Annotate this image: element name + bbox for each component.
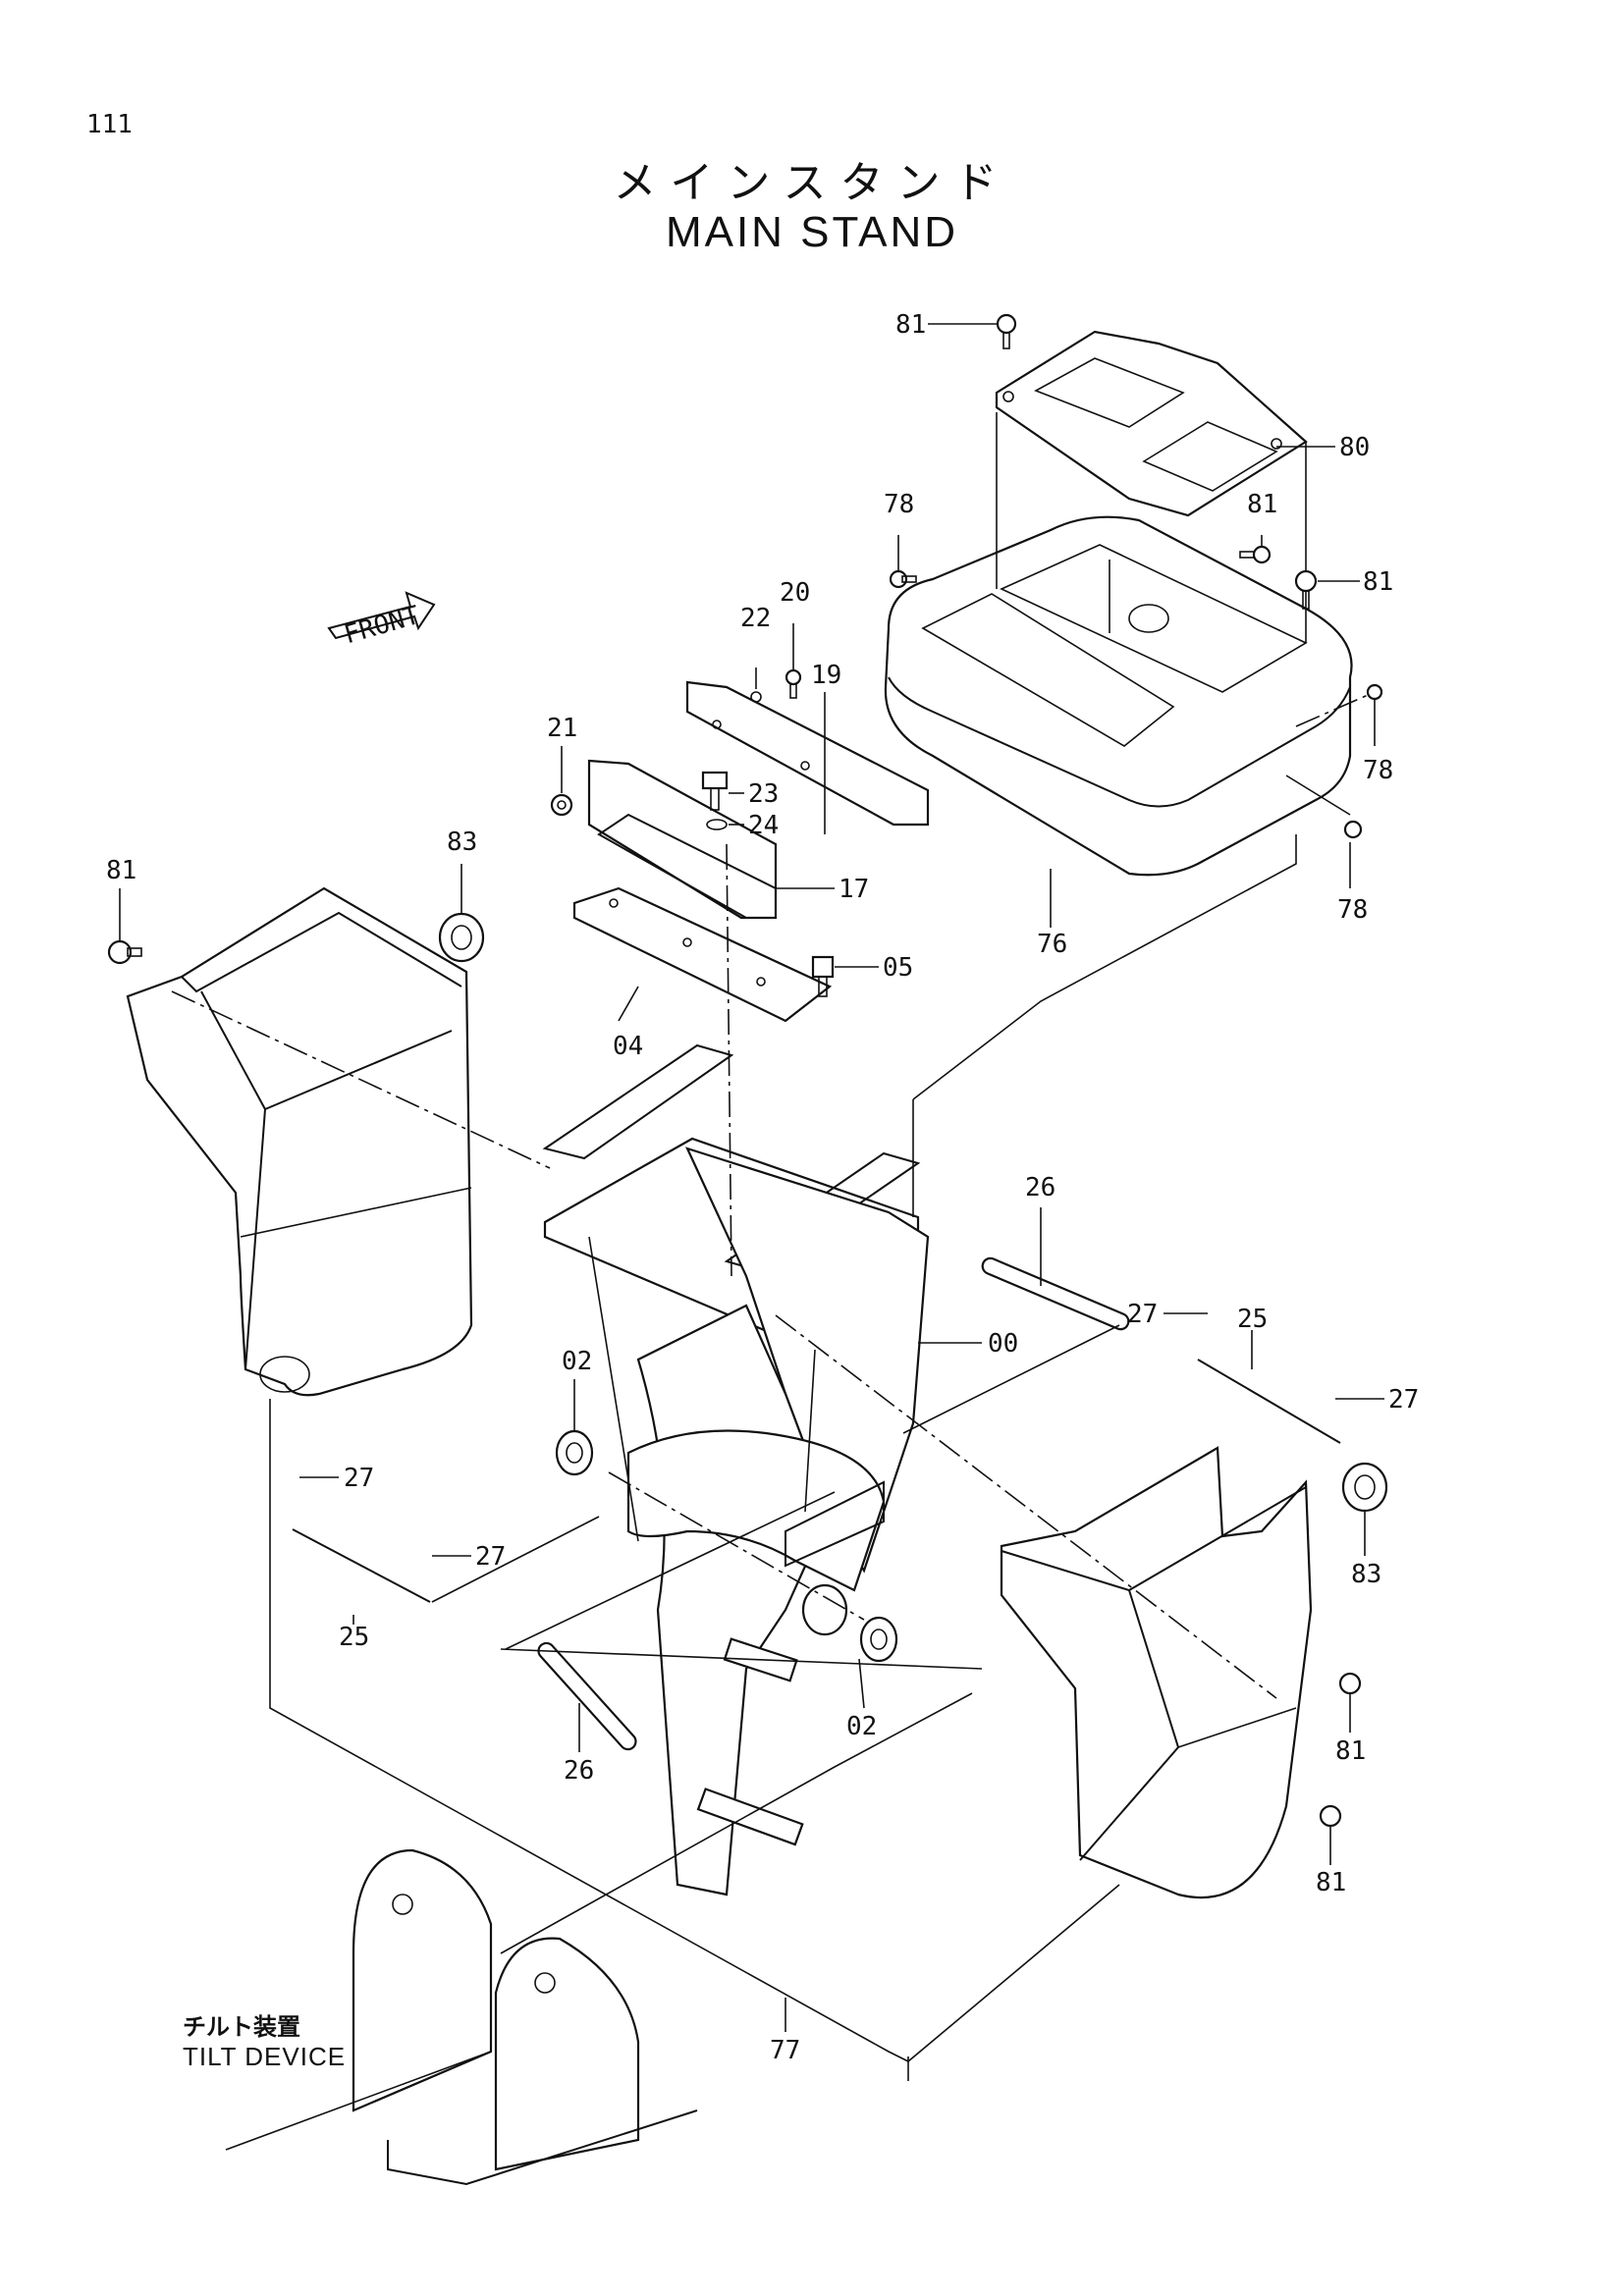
housing-76 <box>884 412 1376 877</box>
mounting-plate-04 <box>572 886 833 1023</box>
callout-17: 17 <box>839 875 869 904</box>
callout-leaders <box>119 323 1384 2032</box>
callout-81: 81 <box>1316 1868 1346 1897</box>
callout-00: 00 <box>988 1329 1018 1359</box>
nut-21 <box>550 793 573 817</box>
callout-80: 80 <box>1339 433 1370 462</box>
callout-27: 27 <box>475 1542 506 1572</box>
side-cover-left <box>126 886 473 1397</box>
page-title-japanese: メインスタンド <box>613 158 1011 208</box>
callout-22: 22 <box>740 604 771 633</box>
bolt-81-right <box>1294 569 1318 610</box>
bolt-78-left <box>889 569 917 589</box>
bolt-81-lower-a <box>1338 1672 1362 1695</box>
washer-22 <box>750 691 762 703</box>
page-number: 111 <box>86 110 133 139</box>
callout-81: 81 <box>895 310 926 340</box>
callout-78: 78 <box>1363 756 1393 785</box>
callout-25: 25 <box>1237 1305 1268 1334</box>
callout-27: 27 <box>1388 1385 1419 1415</box>
callout-04: 04 <box>613 1032 643 1061</box>
callout-78: 78 <box>1337 895 1368 925</box>
callout-81: 81 <box>1247 490 1277 519</box>
bracket-plate-17 <box>587 759 778 920</box>
bolt-78-right-b <box>1343 820 1363 839</box>
rod-25-left <box>292 1528 431 1603</box>
callout-27: 27 <box>344 1464 374 1493</box>
bolt-81-left <box>107 939 142 965</box>
main-frame-00 <box>542 1043 930 1896</box>
callout-26: 26 <box>564 1756 594 1786</box>
part-callouts: 81 80 78 81 81 78 78 76 20 22 19 21 23 2… <box>106 310 1419 2065</box>
callout-81: 81 <box>106 856 136 885</box>
front-arrow-label: FRONT <box>341 601 423 651</box>
callout-05: 05 <box>883 953 913 983</box>
bracket-plate-19 <box>685 680 930 827</box>
assembly-lines <box>171 834 1297 2081</box>
rubber-mount-83-right <box>1341 1462 1388 1513</box>
rod-25-right <box>1197 1359 1341 1444</box>
bush-02-left <box>555 1429 594 1476</box>
bolt-78-right-a <box>1366 683 1383 701</box>
callout-78: 78 <box>884 490 914 519</box>
bush-02-right <box>801 1583 898 1663</box>
bolt-81-housing <box>1239 545 1272 564</box>
tilt-device-label-japanese: チルト装置 <box>183 2013 300 2041</box>
callout-24: 24 <box>748 811 779 840</box>
callout-23: 23 <box>748 779 779 809</box>
fastener-group <box>107 313 1383 1828</box>
callout-81: 81 <box>1335 1736 1366 1766</box>
front-arrow: FRONT <box>327 591 436 651</box>
callout-26: 26 <box>1025 1173 1056 1202</box>
bolt-20 <box>785 668 802 699</box>
washer-24 <box>706 819 728 830</box>
callout-21: 21 <box>547 714 577 743</box>
bolt-05 <box>811 955 835 997</box>
callout-83: 83 <box>1351 1560 1381 1589</box>
page-title: MAIN STAND <box>665 208 959 256</box>
callout-77: 77 <box>770 2036 800 2065</box>
tilt-device-label: TILT DEVICE <box>183 2042 347 2071</box>
bolt-23 <box>701 771 729 811</box>
cover-plate-80 <box>995 330 1308 517</box>
rubber-mount-83-left <box>438 912 485 963</box>
pin-26-upper <box>981 1256 1130 1331</box>
callout-27: 27 <box>1127 1300 1158 1329</box>
callout-25: 25 <box>339 1623 369 1652</box>
callout-02: 02 <box>846 1712 877 1741</box>
bolt-81-top <box>996 313 1017 349</box>
tilt-device <box>225 1848 698 2186</box>
callout-83: 83 <box>447 828 477 857</box>
callout-20: 20 <box>780 578 810 608</box>
side-cover-right <box>1000 1446 1313 1899</box>
bolt-81-lower-b <box>1319 1804 1342 1828</box>
callout-76: 76 <box>1037 930 1067 959</box>
callout-02: 02 <box>562 1347 592 1376</box>
callout-19: 19 <box>811 661 841 690</box>
pin-26-lower <box>537 1641 637 1751</box>
callout-81: 81 <box>1363 567 1393 597</box>
